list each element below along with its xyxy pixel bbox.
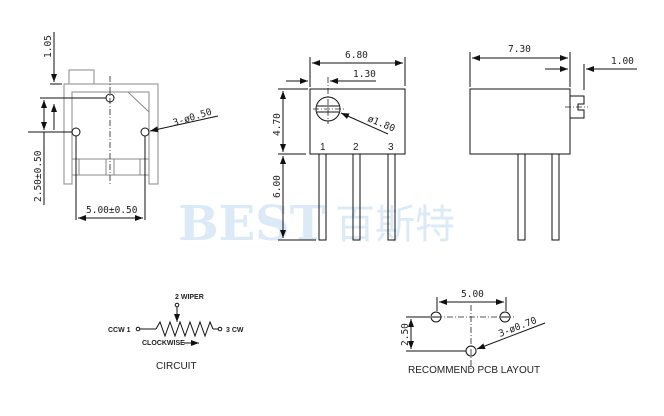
circuit-diagram: 2 WIPER CCW 1 3 CW CLOCKWISE CIRCUIT [108,294,244,372]
pcb-dim-height: 2.50 [400,323,411,346]
watermark: BEST 百斯特 [178,196,455,252]
pcb-layout: 5.00 2.50 3-ø0.70 RECOMMEND PCB LAYOUT [400,289,546,376]
side-view: 1.05 2.50±0.50 5.00±0.50 3-ø0.50 [28,32,219,221]
circuit-direction-label: CLOCKWISE [142,340,185,347]
right-view: 7.30 1.00 [469,44,637,241]
circuit-title: CIRCUIT [156,361,197,372]
side-knob [68,69,95,85]
pin-label-1: 1 [320,142,326,153]
dim-front-offset: 1.30 [353,69,376,80]
dim-front-pin-length: 6.00 [272,175,283,198]
pcb-dim-spacing: 5.00 [461,289,484,300]
dim-front-width: 6.80 [345,50,368,61]
circuit-cw-label: 3 CW [226,327,244,334]
dim-side-left: 2.50±0.50 [33,150,44,202]
front-view: 1 2 3 6.80 1.30 4.70 6.00 ø1.80 [272,50,406,241]
pin-label-2: 2 [353,142,359,153]
pcb-dim-hole-dia: 3-ø0.70 [497,315,539,340]
pin-label-3: 3 [388,142,394,153]
resistor-zigzag [155,320,214,338]
circuit-wiper-label: 2 WIPER [175,294,204,301]
pcb-title: RECOMMEND PCB LAYOUT [408,365,540,376]
circuit-ccw-label: CCW 1 [108,327,131,334]
dim-front-height: 4.70 [272,113,283,136]
dim-right-depth: 7.30 [508,44,531,55]
dim-side-pin-dia: 3-ø0.50 [172,107,214,129]
dim-side-bottom: 5.00±0.50 [86,205,138,216]
dim-side-top: 1.05 [43,35,54,58]
right-body [469,88,571,155]
watermark-latin: BEST [178,196,326,252]
side-body-outline [63,83,159,185]
dim-right-knob: 1.00 [611,56,634,67]
